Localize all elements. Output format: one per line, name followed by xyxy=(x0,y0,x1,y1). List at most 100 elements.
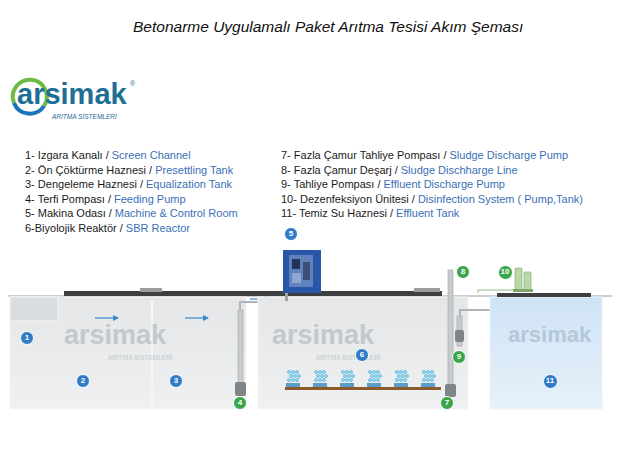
callout-circle: 1 xyxy=(20,331,34,345)
legend-item: 5- Makina Odası / xyxy=(25,207,112,220)
air-bubble xyxy=(291,378,294,381)
air-bubble xyxy=(372,370,375,373)
air-bubble xyxy=(295,370,298,373)
concrete-slab xyxy=(64,291,442,296)
soil-heap xyxy=(414,288,440,292)
callout-circle: 7 xyxy=(440,396,454,410)
machine-room xyxy=(283,250,321,301)
air-bubble xyxy=(297,374,300,377)
flow-arrow xyxy=(185,317,208,318)
legend-item: 9- Tahliye Pompası / xyxy=(281,178,380,191)
air-bubble xyxy=(322,370,325,373)
air-bubble xyxy=(345,370,348,373)
legend-item: 11- Temiz Su Haznesi / xyxy=(281,207,393,220)
air-bubble xyxy=(316,374,319,377)
diffuser xyxy=(367,383,381,387)
watermark: ARITMA SİSTEMLERİ xyxy=(316,354,381,361)
air-bubble xyxy=(399,378,402,381)
air-bubble xyxy=(368,370,371,373)
air-bubble xyxy=(349,370,352,373)
air-bubble xyxy=(430,378,433,381)
air-bubble xyxy=(376,370,379,373)
logo-text: arsimak xyxy=(17,78,127,111)
sbr-reactor xyxy=(258,297,468,409)
logo-subtitle: ARITMA SİSTEMLERİ xyxy=(52,113,117,120)
air-bubble xyxy=(318,370,321,373)
effluent-tank xyxy=(490,297,602,409)
callout-number: 4 xyxy=(238,399,242,407)
legend-item: 8- Fazla Çamur Deşarj / xyxy=(281,164,398,177)
air-bubble xyxy=(397,374,400,377)
watermark: arsimak xyxy=(508,322,591,347)
legend-item: 4- Terfi Pompası / xyxy=(25,193,111,206)
callout-number: 9 xyxy=(457,353,461,361)
watermark: ARITMA SİSTEMLERİ xyxy=(108,354,173,361)
air-bubble xyxy=(432,374,435,377)
callout-number: 10 xyxy=(501,268,510,276)
legend-item: 6-Biyolojik Reaktör / xyxy=(25,222,123,235)
callout-circle: 5 xyxy=(284,227,298,241)
air-bubble xyxy=(370,374,373,377)
legend-item-english: Disinfection System ( Pump,Tank) xyxy=(418,193,583,206)
air-bubble xyxy=(293,374,296,377)
air-bubble xyxy=(422,370,425,373)
watermark: arsimak xyxy=(64,320,166,351)
callout-number: 6 xyxy=(360,351,364,359)
air-bubble xyxy=(368,378,371,381)
legend-item: 7- Fazla Çamur Tahliye Pompası / xyxy=(281,149,446,162)
callout-circle: 6 xyxy=(355,348,369,362)
air-bubble xyxy=(403,370,406,373)
callout-number: 3 xyxy=(174,377,178,385)
legend-item: 1- Izgara Kanalı / xyxy=(25,149,109,162)
air-bubble xyxy=(395,370,398,373)
legend-item-english: Equalization Tank xyxy=(146,178,232,191)
air-bubble xyxy=(341,378,344,381)
air-bubble xyxy=(378,374,381,377)
air-bubble xyxy=(430,370,433,373)
diagram-title: Betonarme Uygulamalı Paket Arıtma Tesisi… xyxy=(133,18,523,36)
air-bubble xyxy=(291,370,294,373)
diffuser xyxy=(394,383,408,387)
air-bubble xyxy=(374,374,377,377)
air-bubble xyxy=(314,370,317,373)
callout-number: 11 xyxy=(546,377,554,385)
callout-number: 2 xyxy=(81,377,85,385)
tank-presettling-equalization xyxy=(10,297,246,409)
effluent-tank-cover xyxy=(497,293,591,297)
air-bubble xyxy=(345,378,348,381)
flow-arrow xyxy=(95,317,118,318)
air-bubble xyxy=(314,378,317,381)
air-bubble xyxy=(372,378,375,381)
disinfection-unit xyxy=(478,268,533,293)
air-bubble xyxy=(341,370,344,373)
callout-circle: 2 xyxy=(76,374,90,388)
diffuser-base xyxy=(285,387,441,390)
diffuser xyxy=(340,383,354,387)
callout-number: 7 xyxy=(445,399,449,407)
callout-circle: 11 xyxy=(543,374,558,389)
legend-item-english: Sludge Discharge Pump xyxy=(449,149,568,162)
diffuser xyxy=(313,383,327,387)
air-bubble xyxy=(405,374,408,377)
legend-item-english: Screen Channel xyxy=(112,149,191,162)
callout-circle: 4 xyxy=(233,396,247,410)
air-bubble xyxy=(351,374,354,377)
air-bubble xyxy=(318,378,321,381)
air-bubble xyxy=(349,378,352,381)
legend-item: 2- Ön Çöktürme Haznesi / xyxy=(25,164,152,177)
air-bubble xyxy=(289,374,292,377)
watermark: arsimak xyxy=(272,320,374,351)
air-bubble xyxy=(395,378,398,381)
air-bubble xyxy=(399,370,402,373)
callout-circle: 8 xyxy=(456,265,470,279)
air-bubble xyxy=(320,374,323,377)
callout-circle: 3 xyxy=(169,374,183,388)
air-bubble xyxy=(324,374,327,377)
callout-circle: 9 xyxy=(452,350,466,364)
diffuser xyxy=(421,383,435,387)
air-bubble xyxy=(295,378,298,381)
legend-item-english: Presettling Tank xyxy=(155,164,233,177)
legend-item: 10- Dezenfeksiyon Ünitesi / xyxy=(281,193,415,206)
air-bubble xyxy=(426,378,429,381)
legend-item-english: Feeding Pump xyxy=(114,193,186,206)
